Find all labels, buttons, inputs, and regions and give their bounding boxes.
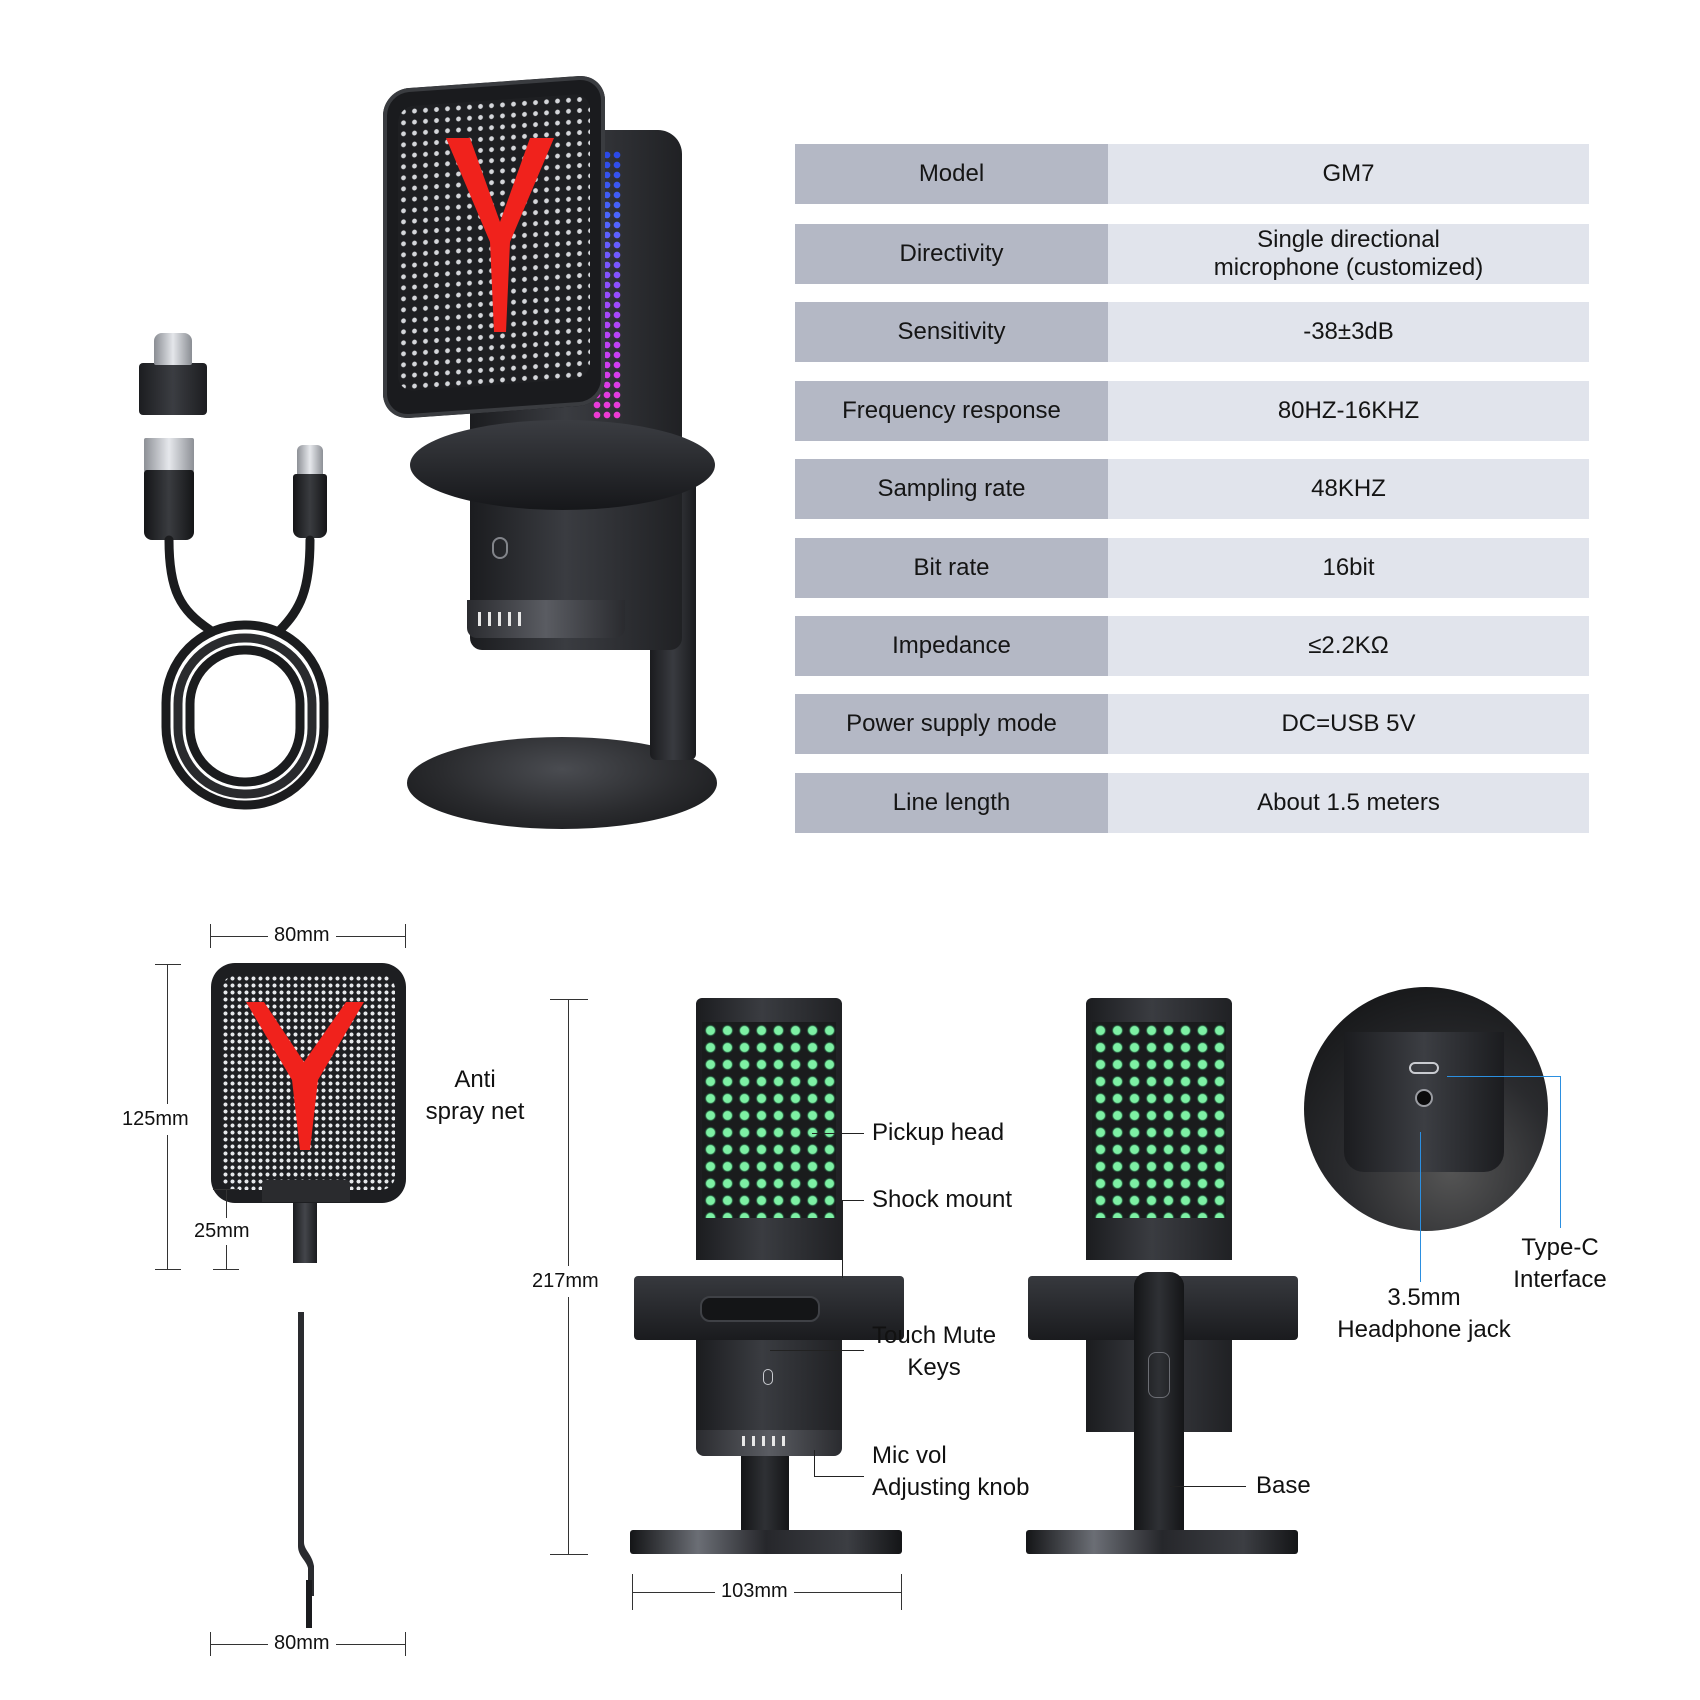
callout-line2: Keys [907, 1354, 961, 1381]
label-line2: spray net [425, 1098, 525, 1125]
dim-tick [155, 964, 181, 965]
shock-mount-ring [410, 420, 715, 510]
spec-row-sampling-rate: Sampling rate 48KHZ [795, 459, 1589, 519]
net-mesh [222, 975, 395, 1190]
spec-value: ≤2.2KΩ [1108, 616, 1589, 676]
front-base [630, 1530, 902, 1554]
spec-label: Line length [795, 773, 1108, 833]
callout-shock-mount: Shock mount [872, 1186, 1013, 1213]
usb-a-housing [144, 470, 194, 540]
front-knob-ticks [742, 1436, 788, 1446]
net-bottom-lip [262, 1180, 350, 1202]
callout-line [1170, 1486, 1246, 1487]
spec-row-power-supply: Power supply mode DC=USB 5V [795, 694, 1589, 754]
spec-value: GM7 [1108, 144, 1589, 204]
callout-type-c: Type-C Interface [1500, 1232, 1620, 1296]
net-stem-dim: 25mm [192, 1218, 252, 1245]
spec-value: Single directional microphone (customize… [1108, 224, 1589, 284]
net-width-dim: 80mm [268, 924, 336, 947]
front-stand-neck [741, 1456, 789, 1530]
net-height-dim: 125mm [120, 1104, 191, 1135]
spec-value: -38±3dB [1108, 302, 1589, 362]
spec-row-bit-rate: Bit rate 16bit [795, 538, 1589, 598]
net-side-profile [298, 1312, 314, 1628]
usb-c-adapter-plug [154, 333, 192, 365]
spec-row-line-length: Line length About 1.5 meters [795, 773, 1589, 833]
dim-tick [550, 999, 588, 1000]
usb-c-plug [297, 445, 323, 475]
callout-pickup-head: Pickup head [872, 1119, 1005, 1146]
callout-line-blue [1560, 1076, 1561, 1228]
spec-value-line2: microphone (customized) [1213, 254, 1484, 281]
back-base [1026, 1530, 1298, 1554]
callout-line1: 3.5mm [1387, 1284, 1461, 1311]
net-stem [293, 1203, 317, 1263]
callout-line2: Adjusting knob [872, 1474, 1030, 1501]
callout-line-blue [1447, 1076, 1560, 1077]
spec-label: Power supply mode [795, 694, 1108, 754]
spec-label: Impedance [795, 616, 1108, 676]
usb-c-adapter [139, 363, 207, 415]
spec-label: Model [795, 144, 1108, 204]
headphone-jack-icon [1415, 1089, 1433, 1107]
spec-row-impedance: Impedance ≤2.2KΩ [795, 616, 1589, 676]
callout-touch-mute: Touch Mute Keys [872, 1320, 996, 1384]
back-green-grille [1092, 1022, 1226, 1218]
dim-tick [155, 1269, 181, 1270]
spec-value: 16bit [1108, 538, 1589, 598]
callout-line-blue [1420, 1132, 1421, 1282]
callout-headphone-jack: 3.5mm Headphone jack [1336, 1282, 1512, 1346]
spec-label: Bit rate [795, 538, 1108, 598]
spec-value: 48KHZ [1108, 459, 1589, 519]
spec-value: About 1.5 meters [1108, 773, 1589, 833]
spec-label: Sampling rate [795, 459, 1108, 519]
coiled-cable [161, 535, 329, 810]
spec-label: Sensitivity [795, 302, 1108, 362]
callout-line [814, 1450, 815, 1462]
touch-mute-icon [763, 1369, 773, 1385]
spec-label: Frequency response [795, 381, 1108, 441]
usb-a-plug [144, 438, 194, 472]
callout-line [814, 1476, 864, 1477]
front-shock-clip [700, 1296, 820, 1322]
label-line1: Anti [454, 1066, 496, 1093]
usb-c-port-icon [1409, 1062, 1439, 1074]
spec-row-sensitivity: Sensitivity -38±3dB [795, 302, 1589, 362]
dim-tick [213, 1269, 239, 1270]
net-side-width-dim: 80mm [268, 1632, 336, 1655]
mic-height-dim: 217mm [530, 1266, 601, 1297]
callout-line [814, 1462, 815, 1476]
front-mic-lower-body [696, 1340, 842, 1432]
spec-row-model: Model GM7 [795, 144, 1589, 204]
usb-c-housing [293, 474, 327, 538]
back-ports [1148, 1352, 1170, 1398]
callout-line1: Type-C [1521, 1234, 1599, 1261]
spec-value-line1: Single directional [1257, 226, 1440, 253]
callout-mic-vol: Mic vol Adjusting knob [872, 1440, 1029, 1504]
spec-label: Directivity [795, 224, 1108, 284]
anti-spray-net-label: Anti spray net [410, 1064, 540, 1128]
callout-base: Base [1256, 1472, 1311, 1499]
spec-row-directivity: Directivity Single directional microphon… [795, 224, 1589, 284]
mute-key-icon [492, 537, 508, 559]
callout-line1: Touch Mute [872, 1322, 997, 1349]
detail-circle [1304, 987, 1548, 1231]
spec-value: 80HZ-16KHZ [1108, 381, 1589, 441]
y-logo-icon [246, 1002, 364, 1150]
back-stand-arm [1134, 1272, 1184, 1530]
base-width-dim: 103mm [715, 1580, 794, 1603]
callout-line2: Interface [1513, 1266, 1607, 1293]
spec-row-frequency-response: Frequency response 80HZ-16KHZ [795, 381, 1589, 441]
callout-line1: Mic vol [872, 1442, 947, 1469]
callout-line [842, 1200, 864, 1201]
y-logo-icon [446, 138, 554, 332]
dim-tick [550, 1554, 588, 1555]
spec-value: DC=USB 5V [1108, 694, 1589, 754]
callout-line [770, 1350, 864, 1351]
knob-ticks [478, 612, 524, 626]
callout-line [842, 1200, 843, 1278]
callout-line [812, 1133, 864, 1134]
front-green-grille [702, 1022, 836, 1218]
callout-line2: Headphone jack [1337, 1316, 1511, 1343]
